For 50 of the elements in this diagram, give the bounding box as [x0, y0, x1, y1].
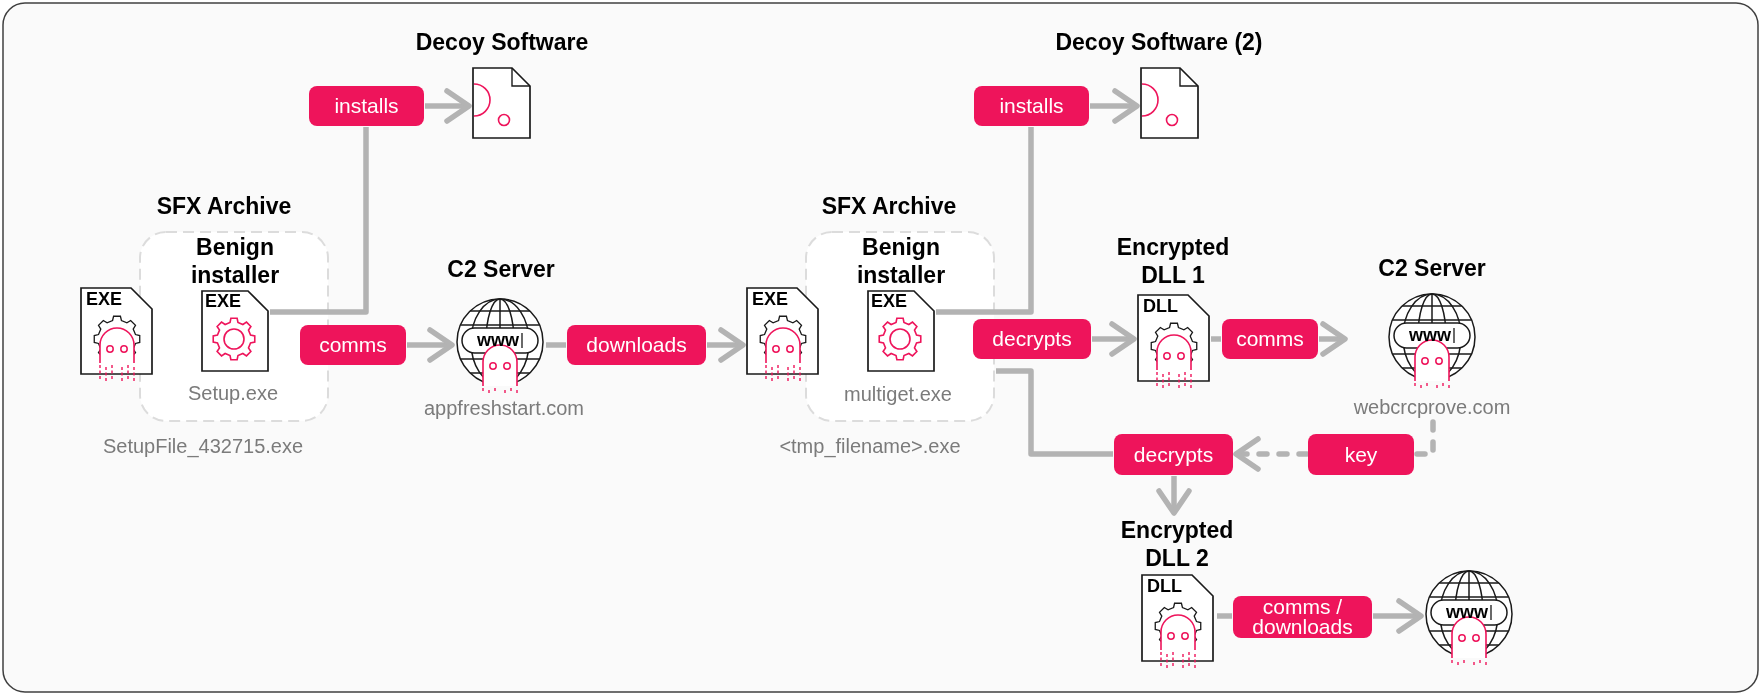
- node-title: Decoy Software: [415, 28, 589, 56]
- arrow: [707, 327, 746, 363]
- node-title: Benign installer: [189, 233, 281, 289]
- process-step: installs: [309, 86, 424, 126]
- file-name-caption: appfreshstart.com: [423, 397, 585, 419]
- process-step: comms: [300, 325, 406, 365]
- file-name-caption: <tmp_filename>.exe: [779, 435, 961, 457]
- connector-line: [1412, 419, 1436, 457]
- file-name-caption: webcrcprove.com: [1353, 396, 1511, 418]
- connector-line: [270, 127, 369, 315]
- process-step: decrypts: [973, 319, 1091, 359]
- file-type-label: EXE: [752, 289, 789, 309]
- connector-line: [1217, 613, 1232, 619]
- file-type-label: EXE: [86, 289, 123, 309]
- connector-line: [996, 368, 1113, 457]
- arrow: [1092, 321, 1137, 357]
- arrow: [407, 327, 455, 363]
- file-type-label: DLL: [1143, 296, 1178, 316]
- node-title: Decoy Software (2): [1055, 28, 1263, 56]
- file-type-label: EXE: [205, 291, 242, 311]
- process-step: comms / downloads: [1233, 596, 1372, 638]
- arrow: [425, 88, 472, 124]
- connector-line: [936, 127, 1034, 315]
- arrow: [1233, 436, 1310, 472]
- file-name-caption: SetupFile_432715.exe: [102, 435, 304, 457]
- file-type-label: DLL: [1147, 576, 1182, 596]
- arrow: [1373, 598, 1424, 634]
- connector-line: [546, 342, 566, 348]
- arrow: [1156, 476, 1192, 516]
- arrow: [1319, 321, 1348, 357]
- process-step: downloads: [567, 325, 706, 365]
- node-title: Encrypted DLL 1: [1115, 233, 1231, 289]
- connector-line: [1211, 336, 1221, 342]
- url-text: www: [1409, 325, 1451, 345]
- process-step: comms: [1222, 319, 1318, 359]
- process-step: decrypts: [1114, 434, 1233, 475]
- node-title: C2 Server: [1378, 254, 1486, 282]
- arrow: [1090, 88, 1140, 124]
- process-step: installs: [974, 86, 1089, 126]
- url-text: www: [477, 330, 519, 350]
- file-name-caption: Setup.exe: [187, 382, 279, 404]
- process-step: key: [1308, 434, 1414, 475]
- url-text: www: [1446, 602, 1488, 622]
- node-title: SFX Archive: [156, 192, 292, 220]
- node-title: Encrypted DLL 2: [1119, 516, 1235, 572]
- file-name-caption: multiget.exe: [844, 383, 952, 405]
- node-title: C2 Server: [447, 255, 555, 283]
- file-type-label: EXE: [871, 291, 908, 311]
- node-title: Benign installer: [855, 233, 947, 289]
- node-title: SFX Archive: [821, 192, 957, 220]
